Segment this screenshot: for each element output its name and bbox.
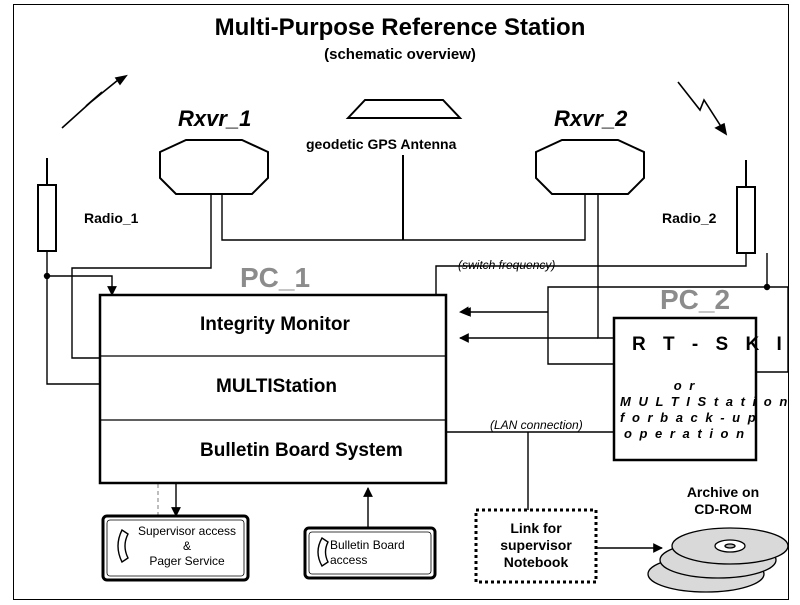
notebook-line: supervisor	[500, 537, 572, 553]
multistation-module: MULTIStation	[216, 376, 338, 397]
bulletin-board-module: Bulletin Board System	[200, 440, 403, 461]
notebook-line: Notebook	[503, 554, 569, 570]
access-line: &	[182, 539, 191, 553]
access-line: access	[330, 553, 368, 567]
notebook-link-text: Link for supervisor Notebook	[478, 520, 594, 571]
supervisor-access-text: Supervisor access & Pager Service	[128, 524, 246, 569]
gps-antenna-icon	[345, 99, 463, 240]
pc1-box	[98, 293, 448, 485]
radio-signal-right-icon	[677, 81, 728, 136]
radio-1-label: Radio_1	[84, 210, 139, 226]
radio-signal-left-icon	[61, 74, 128, 129]
receiver-1-label: Rxvr_1	[178, 106, 252, 131]
receiver-2-icon	[535, 139, 645, 195]
supervisor-access-box	[101, 514, 250, 582]
pc2-alt-line: M U L T I S t a t i o n	[620, 394, 790, 409]
pc2-alt-line: o r	[673, 378, 697, 393]
switch-frequency-label: (switch frequency)	[458, 258, 556, 272]
bulletin-access-box	[303, 526, 437, 580]
diagram-subtitle: (schematic overview)	[324, 46, 476, 63]
phone-icon-2	[317, 537, 329, 567]
pc2-alternative-text: o r M U L T I S t a t i o n f o r b a c …	[620, 378, 790, 442]
access-line: Bulletin Board	[330, 538, 405, 552]
bulletin-access-text: Bulletin Board access	[330, 538, 430, 568]
pc2-alt-line: f o r b a c k - u p	[620, 410, 758, 425]
access-line: Pager Service	[149, 554, 225, 568]
gps-antenna-label: geodetic GPS Antenna	[306, 136, 457, 152]
cd-rom-icon	[647, 527, 789, 593]
archive-label: Archive on CD-ROM	[668, 484, 778, 518]
receiver-2-label: Rxvr_2	[554, 106, 628, 131]
notebook-box	[474, 508, 598, 584]
phone-icon	[117, 528, 129, 564]
notebook-line: Link for	[510, 520, 562, 536]
archive-line: CD-ROM	[694, 501, 752, 517]
radio-1-icon	[37, 158, 57, 252]
pc2-alt-line: o p e r a t i o n	[623, 426, 747, 441]
pc2-label: PC_2	[660, 284, 731, 315]
radio-2-icon	[736, 160, 756, 254]
archive-line: Archive on	[686, 484, 760, 500]
pc2-box	[612, 316, 758, 462]
diagram-title: Multi-Purpose Reference Station	[214, 14, 586, 41]
lan-connection-label: (LAN connection)	[490, 418, 583, 432]
access-line: Supervisor access	[137, 524, 237, 538]
pc1-label: PC_1	[240, 262, 311, 293]
radio-2-label: Radio_2	[662, 210, 717, 226]
connection-lines	[43, 194, 789, 553]
rt-ski-label: R T - S K I	[632, 334, 788, 355]
integrity-monitor-module: Integrity Monitor	[200, 314, 350, 335]
receiver-1-icon	[159, 139, 269, 195]
